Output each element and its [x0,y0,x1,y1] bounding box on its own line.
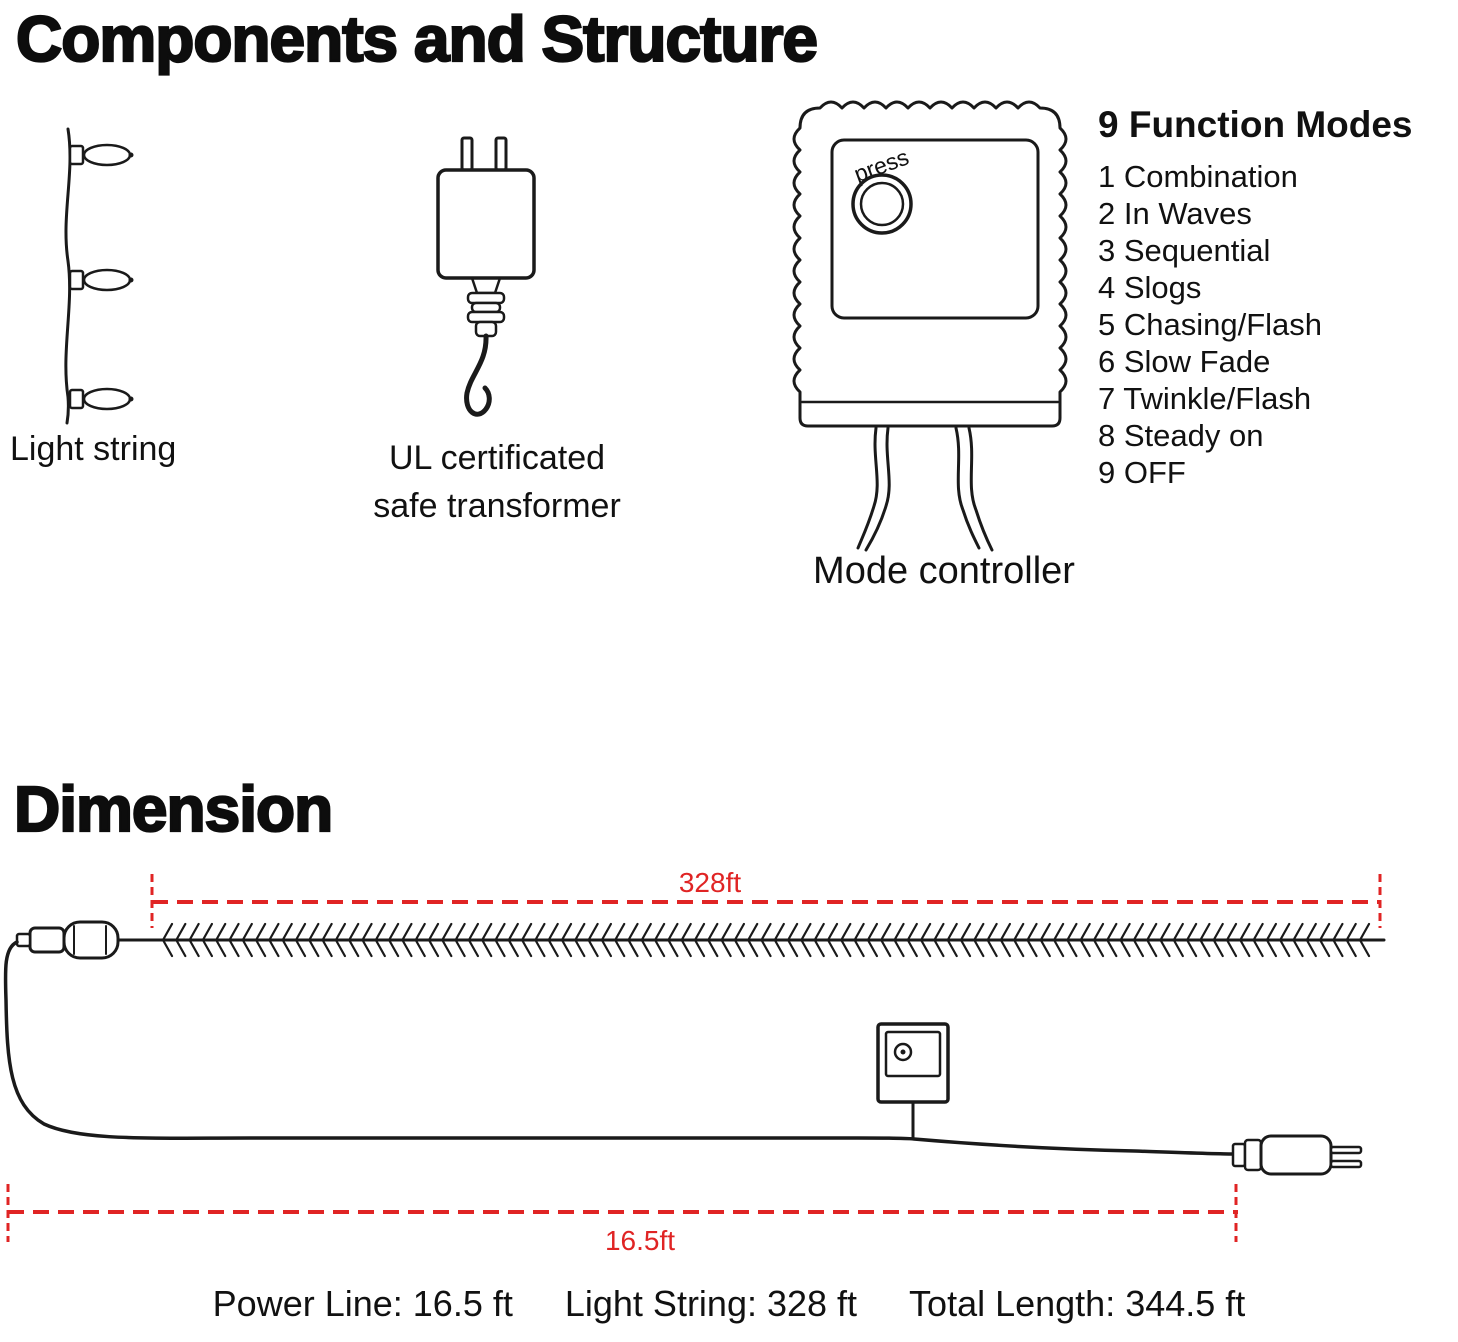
inline-controller-icon [876,1022,950,1104]
bulb-icon [68,143,134,167]
mode-button [851,173,913,235]
controller-press-label: press [850,144,912,188]
plug-prong-icon [494,136,508,172]
transformer-label: UL certificated safe transformer [330,434,664,530]
transformer-wire [464,333,492,417]
plug-prong-icon [460,136,474,172]
function-mode-item: 9 OFF [1098,455,1186,490]
power-plug-icon [1231,1134,1363,1176]
measure-165: 16.5ft [6,1184,1238,1256]
summary-power-line: Power Line: 16.5 ft [212,1283,513,1324]
dimension-summary: Power Line: 16.5 ft Light String: 328 ft… [0,1283,1458,1325]
measure-328: 328ft [150,867,1382,928]
function-mode-item: 5 Chasing/Flash [1098,307,1323,342]
transformer-label-line2: safe transformer [373,487,621,525]
string-connector-icon [15,920,158,960]
function-modes-list: 1 Combination 2 In Waves 3 Sequential 4 … [1098,158,1454,491]
mode-button-inner [859,181,905,227]
function-mode-item: 6 Slow Fade [1098,344,1271,379]
function-mode-item: 4 Slogs [1098,270,1202,305]
measure-165-label: 16.5ft [605,1225,675,1256]
dimension-section-title: Dimension [13,772,334,846]
function-modes-panel: 9 Function Modes 1 Combination 2 In Wave… [1098,104,1454,491]
function-mode-item: 2 In Waves [1098,196,1252,231]
components-section-title: Components and Structure [15,2,819,76]
controller-wires [856,426,994,552]
transformer-illustration [436,136,536,417]
light-string-wire [64,127,72,425]
dimension-diagram: 328ft [3,867,1386,1256]
transformer-body [436,168,536,280]
light-string-label: Light string [10,430,177,468]
transformer-label-line1: UL certificated [388,439,606,477]
light-string-chevron-path [161,922,1371,958]
function-mode-item: 3 Sequential [1098,233,1271,268]
bulb-icon [68,268,134,292]
mode-controller-label: Mode controller [813,550,1075,592]
function-modes-title: 9 Function Modes [1098,104,1413,145]
measure-328-label: 328ft [679,867,741,898]
summary-light-string: Light String: 328 ft [564,1283,858,1324]
power-wire [3,940,1235,1156]
light-string-illustration [64,127,134,425]
function-mode-item: 1 Combination [1098,159,1298,194]
transformer-neck [470,276,502,295]
function-mode-item: 8 Steady on [1098,418,1264,453]
controller-outline [792,100,1068,428]
function-mode-item: 7 Twinkle/Flash [1098,381,1312,416]
mode-controller-illustration: press [792,100,1068,552]
summary-total-length: Total Length: 344.5 ft [909,1283,1246,1324]
controller-panel [830,138,1040,320]
strain-relief-ribs [466,291,506,338]
bulb-icon [68,387,134,411]
